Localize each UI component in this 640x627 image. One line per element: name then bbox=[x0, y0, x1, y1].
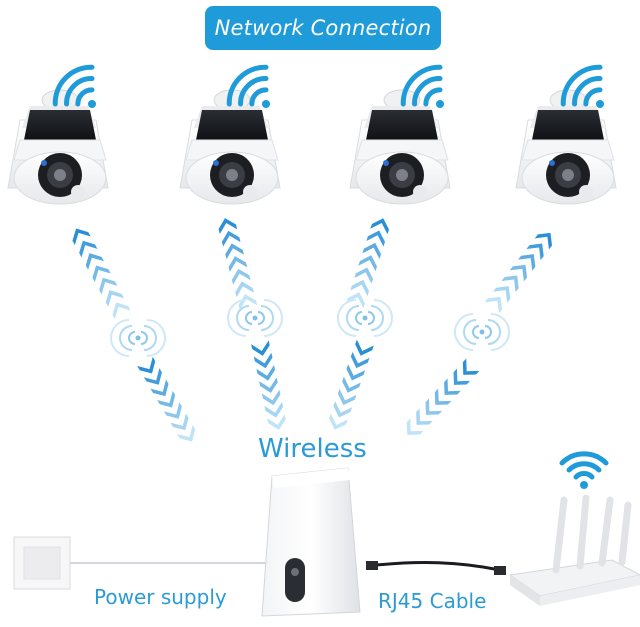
chevron-arrow-icon bbox=[177, 424, 196, 442]
chevron-arrow-icon bbox=[366, 230, 386, 247]
wifi-icon-dot bbox=[580, 481, 588, 489]
chevron-arrow-icon bbox=[453, 368, 471, 385]
chevron-arrow-icon bbox=[79, 240, 98, 258]
chevron-arrow-icon bbox=[333, 401, 353, 418]
chevron-arrow-icon bbox=[346, 292, 366, 309]
chevron-arrow-icon bbox=[526, 243, 544, 261]
router-icon bbox=[508, 494, 640, 606]
chevron-arrow-icon bbox=[150, 379, 169, 397]
wifi-icon-dot bbox=[436, 100, 444, 108]
wifi-icon bbox=[560, 64, 603, 107]
signal-wave-icon bbox=[110, 319, 166, 357]
chevron-arrow-icon bbox=[358, 255, 378, 272]
chevron-arrow-icon bbox=[267, 414, 286, 430]
chevron-arrow-icon bbox=[253, 352, 273, 369]
chevron-arrow-icon bbox=[218, 218, 238, 234]
chevron-arrow-icon bbox=[484, 296, 503, 314]
chevron-arrow-icon bbox=[509, 264, 528, 282]
chevron-arrow-icon bbox=[462, 358, 480, 375]
chevron-arrow-icon bbox=[350, 279, 370, 296]
chevron-arrow-icon bbox=[112, 302, 131, 320]
chevron-arrow-icon bbox=[518, 254, 536, 271]
chevron-arrow-icon bbox=[170, 413, 189, 431]
chevron-arrow-icon bbox=[85, 253, 104, 270]
chevron-arrow-icon bbox=[444, 378, 461, 395]
title-badge: Network Connection bbox=[205, 6, 441, 50]
chevron-arrow-icon bbox=[337, 388, 357, 406]
chevron-arrow-icon bbox=[406, 418, 424, 435]
cable-icon bbox=[366, 561, 506, 575]
chevron-arrow-icon bbox=[493, 286, 511, 303]
chevron-arrow-icon bbox=[231, 268, 251, 285]
downward-signal-arrows bbox=[137, 339, 480, 442]
rj45-cable-label: RJ45 Cable bbox=[378, 589, 487, 613]
chevron-arrow-icon bbox=[235, 281, 254, 298]
chevron-arrow-icon bbox=[534, 232, 553, 250]
chevron-arrow-icon bbox=[434, 388, 452, 405]
wireless-label: Wireless bbox=[258, 434, 367, 464]
chevron-arrow-icon bbox=[416, 408, 433, 425]
chevron-arrow-icon bbox=[228, 256, 248, 272]
chevron-arrow-icon bbox=[370, 218, 390, 235]
chevron-arrow-icon bbox=[92, 265, 111, 283]
chevron-arrow-icon bbox=[163, 402, 182, 419]
chevron-arrow-icon bbox=[143, 368, 162, 385]
chevron-arrow-icon bbox=[225, 243, 244, 260]
chevron-arrow-icon bbox=[261, 389, 281, 406]
wifi-icon bbox=[52, 64, 95, 107]
chevron-arrow-icon bbox=[259, 377, 278, 393]
camera-icon bbox=[349, 89, 451, 205]
chevron-arrow-icon bbox=[264, 402, 284, 418]
chevron-arrow-icon bbox=[329, 413, 348, 430]
signal-waves bbox=[110, 299, 510, 357]
signal-wave-icon bbox=[227, 299, 283, 337]
chevron-arrow-icon bbox=[501, 275, 519, 293]
chevron-arrow-icon bbox=[157, 390, 176, 408]
wifi-icon bbox=[226, 64, 269, 107]
signal-wave-icon bbox=[454, 313, 510, 351]
signal-wave-icon bbox=[337, 299, 393, 337]
power-adapter-icon bbox=[13, 536, 270, 590]
page-title: Network Connection bbox=[214, 16, 432, 40]
wifi-icon bbox=[400, 64, 443, 107]
chevron-arrow-icon bbox=[346, 364, 366, 381]
chevron-arrow-icon bbox=[105, 290, 124, 307]
chevron-arrow-icon bbox=[425, 398, 443, 415]
chevron-arrow-icon bbox=[342, 376, 361, 393]
chevron-arrow-icon bbox=[354, 267, 374, 284]
chevron-arrow-icon bbox=[221, 230, 241, 247]
chevron-arrow-icon bbox=[256, 365, 276, 381]
power-supply-label: Power supply bbox=[94, 585, 227, 609]
upward-signal-arrows bbox=[72, 218, 553, 320]
chevron-arrow-icon bbox=[355, 339, 374, 356]
nvr-icon bbox=[261, 467, 361, 617]
chevron-arrow-icon bbox=[137, 356, 156, 374]
chevron-arrow-icon bbox=[350, 351, 370, 369]
chevron-arrow-icon bbox=[362, 242, 382, 259]
chevron-arrow-icon bbox=[251, 340, 270, 356]
wifi-icon-dot bbox=[596, 100, 604, 108]
wifi-icon bbox=[559, 451, 609, 480]
chevron-arrow-icon bbox=[99, 277, 118, 295]
chevron-arrow-icon bbox=[72, 228, 91, 246]
wifi-icon-dot bbox=[262, 100, 270, 108]
chevron-arrow-icon bbox=[238, 294, 258, 310]
wifi-icon-dot bbox=[88, 100, 96, 108]
